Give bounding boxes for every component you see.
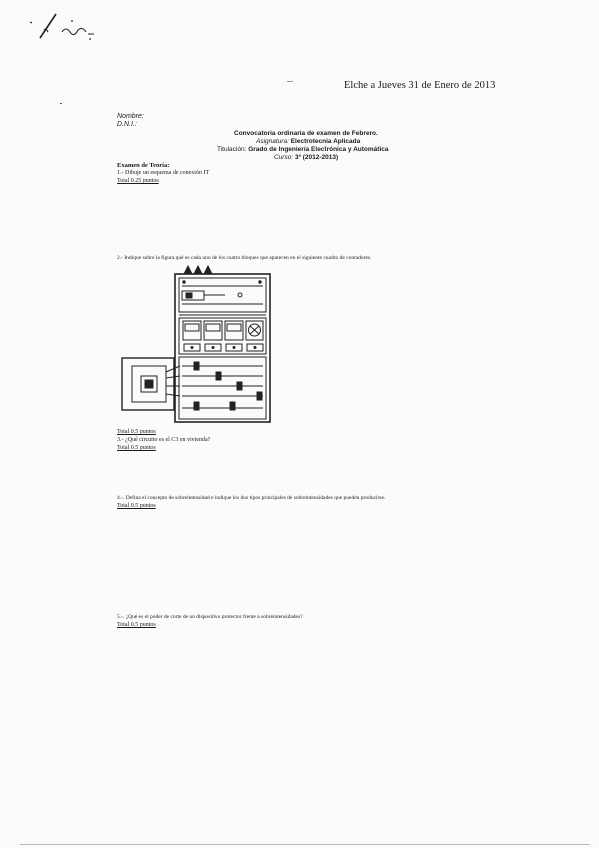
question-3-text: 3.- ¿Qué circuito es el C3 en vivienda? [117,437,211,443]
question-4-text: 4.-. Defina el concepto de sobreintensid… [117,495,386,501]
asignatura-line: Asignatura: Electrotecnia Aplicada [256,138,360,145]
meter-panel-figure [121,264,271,423]
question-5-total: Total 0.5 puntos [117,622,156,628]
curso-value: 3º (2012-2013) [294,154,339,161]
question-4-total: Total 0.5 puntos [117,503,156,509]
question-2-text: 2.- Indique sobre la figura qué es cada … [117,255,372,261]
section-heading: Examen de Teoría: [117,162,170,169]
page-bottom-edge [20,844,590,845]
asignatura-value: Electrotecnia Aplicada [290,138,361,145]
curso-line: Curso: 3º (2012-2013) [274,154,338,161]
curso-label: Curso: [274,154,294,161]
exam-title: Convocatoria ordinaria de examen de Febr… [234,130,378,137]
nombre-label: Nombre: [117,113,144,120]
question-3-total: Total 0.5 puntos [117,445,156,451]
titulacion-value: Grado de Ingeniería Electrónica y Automá… [248,146,389,153]
titulacion-line: Titulación: Grado de Ingeniería Electrón… [217,146,388,153]
titulacion-label: Titulación: [217,146,247,153]
asignatura-label: Asignatura: [256,138,289,145]
question-1-total: Total 0.25 puntos [117,178,159,184]
handwritten-mark [29,13,94,40]
dni-label: D.N.I.: [117,121,137,128]
question-5-text: 5.-. ¿Qué es el poder de corte de un dis… [117,614,303,620]
question-1-text: 1.- Dibuje un esquema de conexión IT [117,170,210,176]
question-2-total: Total 0.5 puntos [117,429,156,435]
date-line: Elche a Jueves 31 de Enero de 2013 [344,80,496,91]
